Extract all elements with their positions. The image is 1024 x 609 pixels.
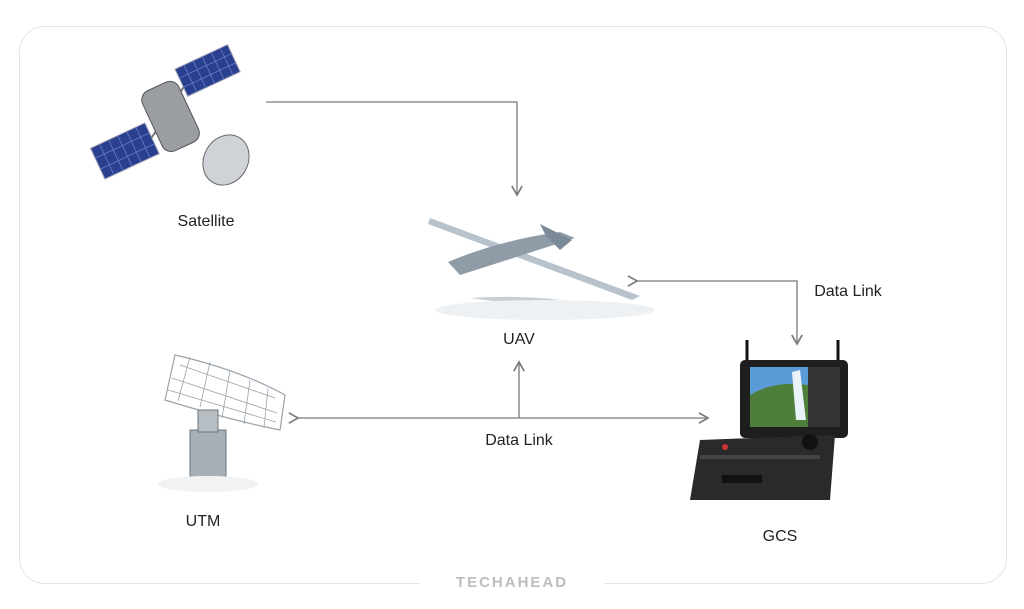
brand-gap (420, 575, 604, 589)
utm-label: UTM (185, 513, 221, 530)
gcs-icon (690, 340, 848, 500)
uav-gcs-link-label: Data Link (814, 283, 882, 300)
satellite-label: Satellite (177, 213, 235, 230)
satellite-uav-connector (266, 101, 523, 197)
utm-radar-icon (158, 354, 286, 492)
uav-label: UAV (503, 331, 535, 348)
gcs-label: GCS (762, 528, 798, 545)
satellite-icon (89, 43, 250, 186)
utm-gcs-link-label: Data Link (485, 432, 553, 449)
uav-gcs-connector (627, 275, 803, 346)
uav-icon (428, 218, 655, 320)
brand-logo: TECHAHEAD (455, 574, 569, 591)
